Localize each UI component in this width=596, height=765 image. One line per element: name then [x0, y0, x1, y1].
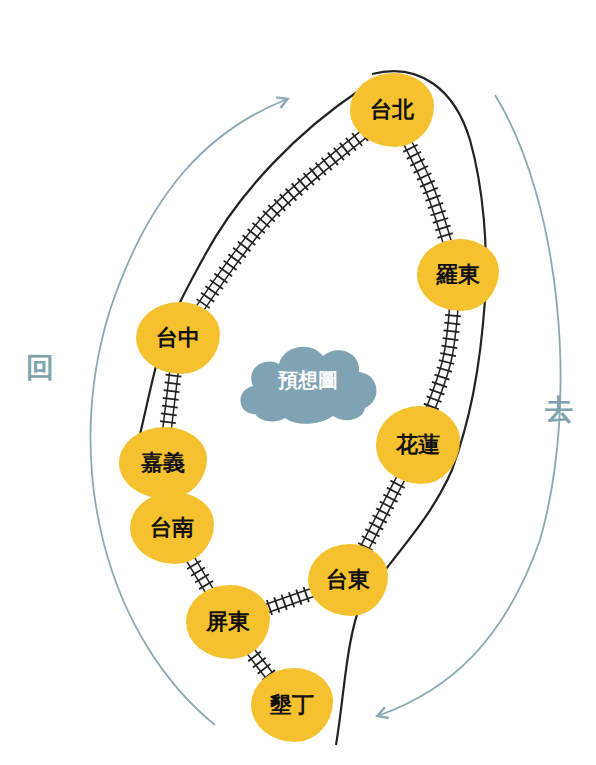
- rail: [263, 592, 314, 610]
- station-blob: 台北: [350, 73, 434, 147]
- station-blob: 花蓮: [376, 406, 460, 484]
- station-blob: 台南: [130, 492, 214, 564]
- rail-gap: [249, 650, 271, 678]
- coast-outline: [128, 90, 360, 480]
- railway-track: [198, 133, 365, 310]
- station-blob: 屏東: [186, 585, 270, 659]
- rail-ties: [429, 307, 453, 411]
- station-name: 墾丁: [270, 693, 314, 717]
- rail-ties: [189, 557, 210, 593]
- station-name: 台北: [370, 98, 414, 122]
- station-name: 台中: [156, 326, 200, 350]
- rail-gap: [167, 370, 174, 431]
- rail-gap: [363, 477, 401, 551]
- rail-ties: [249, 650, 271, 678]
- railway-track: [363, 477, 401, 551]
- railway-track: [249, 650, 271, 678]
- direction-label: 去: [545, 396, 573, 424]
- rail: [249, 650, 271, 678]
- rail-gap: [189, 557, 210, 593]
- railway-track: [167, 370, 174, 431]
- station-name: 台南: [150, 516, 194, 540]
- direction-label: 回: [26, 354, 54, 382]
- station-blob: 台中: [136, 302, 220, 374]
- rail-gap: [198, 133, 365, 310]
- rail-gap: [429, 307, 453, 411]
- rail: [189, 557, 210, 593]
- station-name: 花蓮: [396, 433, 440, 457]
- rail: [407, 141, 448, 244]
- station-name: 屏東: [206, 610, 250, 634]
- station-name: 羅東: [436, 263, 480, 287]
- rail: [429, 307, 453, 411]
- station-blob: 嘉義: [119, 427, 207, 499]
- station-name: 嘉義: [141, 451, 185, 475]
- spacer: [250, 78, 340, 92]
- railway-track: [263, 592, 314, 610]
- station-blob: 台東: [308, 544, 388, 616]
- cloud-shape: 預想圖: [233, 334, 383, 426]
- rail-ties: [198, 133, 365, 310]
- rail-gap: [407, 141, 448, 244]
- rail-gap: [263, 592, 314, 610]
- railway-track: [429, 307, 453, 411]
- rail: [363, 477, 401, 551]
- rail-ties: [167, 370, 174, 431]
- go-arrow: [380, 95, 561, 715]
- rail-ties: [363, 477, 401, 551]
- cloud-label: 預想圖: [278, 369, 338, 391]
- cloud-fill: [240, 347, 376, 424]
- rail: [198, 133, 365, 310]
- rail: [167, 370, 174, 431]
- rail-ties: [263, 592, 314, 610]
- station-name: 台東: [326, 568, 370, 592]
- railway-track: [189, 557, 210, 593]
- station-blob: 墾丁: [251, 668, 333, 742]
- rail-ties: [407, 141, 448, 244]
- railway-track: [407, 141, 448, 244]
- station-blob: 羅東: [417, 239, 499, 311]
